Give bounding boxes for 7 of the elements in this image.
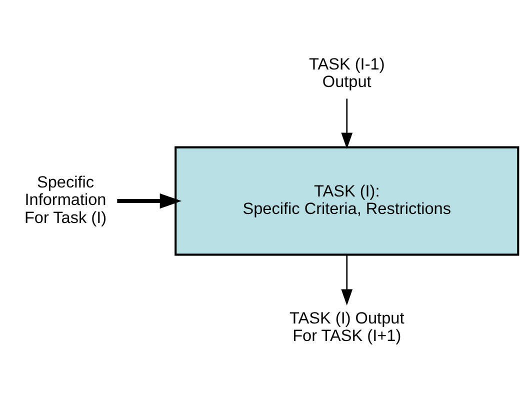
arrow [341,98,353,150]
arrow [117,193,182,209]
arrow [341,254,353,306]
node-text: TASK (I) Output For TASK (I+1) [290,309,404,346]
node-text: TASK (I-1) Output [308,55,385,91]
node-text: Specific Information For Task (I) [24,174,107,227]
node-box: TASK (I): Specific Criteria, Restrictions [174,146,520,256]
